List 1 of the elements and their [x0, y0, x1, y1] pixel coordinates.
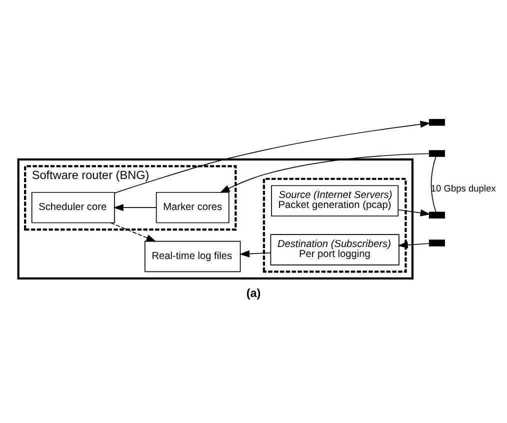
- caption: (a): [246, 286, 261, 300]
